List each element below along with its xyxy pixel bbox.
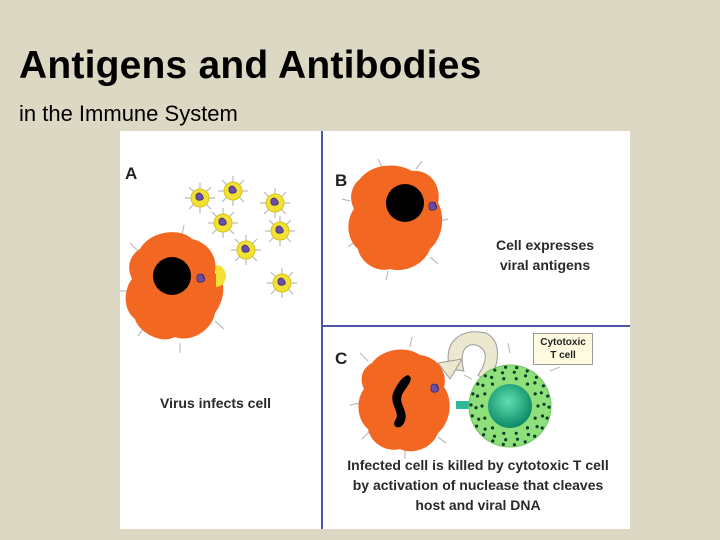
caption-b-line1: Cell expresses	[495, 237, 595, 253]
caption-c: Infected cell is killed by cytotoxic T c…	[328, 455, 628, 515]
caption-a: Virus infects cell	[160, 395, 272, 411]
panel-label-c: C	[335, 349, 348, 368]
tcell-label-line1: Cytotoxic	[540, 337, 586, 348]
cytotoxic-t-cell-label: Cytotoxic T cell	[533, 333, 593, 365]
cell-b	[341, 158, 449, 281]
panel-label-a: A	[125, 164, 138, 183]
caption-c-line3: host and viral DNA	[415, 497, 541, 513]
immune-diagram: A B C Virus infects cell Cell expresses …	[120, 131, 630, 529]
caption-b-line2: viral antigens	[499, 257, 591, 273]
caption-c-line1: Infected cell is killed by cytotoxic T c…	[347, 457, 609, 473]
caption-b: Cell expresses viral antigens	[477, 235, 613, 275]
t-cell-granules	[469, 365, 551, 447]
slide-subtitle: in the Immune System	[19, 101, 238, 126]
diagram-artwork	[120, 131, 630, 529]
cell-c	[349, 336, 450, 459]
cell-a	[120, 224, 226, 353]
panel-label-b: B	[335, 171, 348, 190]
cytotoxic-t-cell	[463, 342, 561, 448]
slide-title: Antigens and Antibodies	[19, 44, 482, 87]
tcell-label-line2: T cell	[550, 350, 576, 361]
caption-c-line2: by activation of nuclease that cleaves	[352, 477, 604, 493]
